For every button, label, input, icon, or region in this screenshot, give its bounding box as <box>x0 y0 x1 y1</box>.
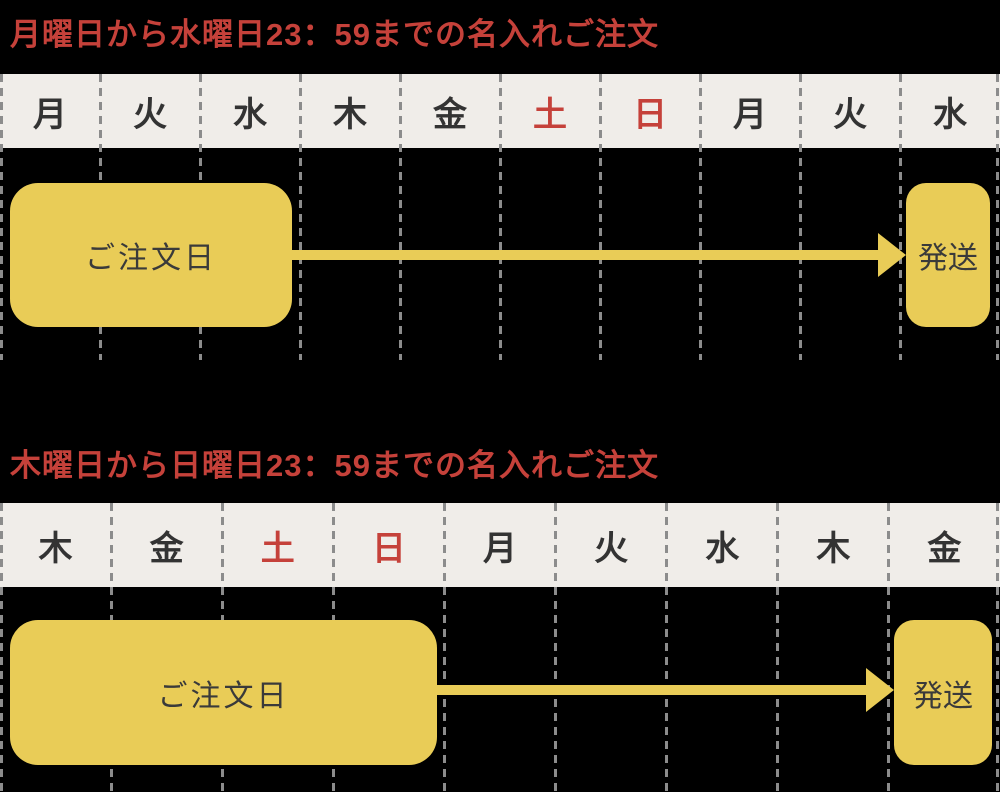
day-cell: 日 <box>333 503 444 587</box>
day-label: 金 <box>927 529 962 568</box>
day-cell: 火 <box>800 74 900 148</box>
day-cell: 土 <box>500 74 600 148</box>
day-cell: 木 <box>0 503 111 587</box>
day-label: 火 <box>594 529 629 568</box>
day-label: 水 <box>233 95 267 134</box>
day-label: 金 <box>433 95 467 134</box>
day-cell: 水 <box>667 503 778 587</box>
dashed-grid-line <box>699 74 702 360</box>
day-cell: 月 <box>444 503 555 587</box>
day-label: 水 <box>705 529 740 568</box>
day-label: 木 <box>816 529 851 568</box>
dashed-grid-line <box>299 74 302 360</box>
day-cell: 金 <box>889 503 1000 587</box>
day-label: 月 <box>33 95 67 134</box>
day-cell: 火 <box>100 74 200 148</box>
dashed-grid-line <box>554 503 557 792</box>
day-label: 木 <box>333 95 367 134</box>
dashed-grid-line <box>499 74 502 360</box>
day-label: 火 <box>133 95 167 134</box>
day-cell: 火 <box>556 503 667 587</box>
order-date-label: ご注文日 <box>157 679 290 713</box>
dashed-grid-line <box>899 74 902 360</box>
day-cell: 木 <box>300 74 400 148</box>
shipping-label: 発送 <box>913 679 973 713</box>
day-cell: 水 <box>200 74 300 148</box>
day-cell: 水 <box>900 74 1000 148</box>
section-2-calendar-header: 木 金 土 日 月 火 水 木 金 <box>0 503 1000 587</box>
shipping-box: 発送 <box>906 183 990 327</box>
dashed-grid-line <box>996 74 999 360</box>
dashed-grid-line <box>665 503 668 792</box>
day-label: 土 <box>533 95 567 134</box>
order-date-label: ご注文日 <box>85 242 217 275</box>
day-cell: 月 <box>0 74 100 148</box>
day-label: 日 <box>633 95 667 134</box>
day-cell: 金 <box>400 74 500 148</box>
day-label: 月 <box>482 529 517 568</box>
arrow-line <box>285 250 880 260</box>
dashed-grid-line <box>599 74 602 360</box>
day-cell: 木 <box>778 503 889 587</box>
day-label: 火 <box>833 95 867 134</box>
dashed-grid-line <box>799 74 802 360</box>
dashed-grid-line <box>0 503 3 792</box>
day-cell: 日 <box>600 74 700 148</box>
section-1-title: 月曜日から水曜日23：59までの名入れご注文 <box>10 17 659 52</box>
day-label: 水 <box>933 95 967 134</box>
dashed-grid-line <box>443 503 446 792</box>
day-cell: 月 <box>700 74 800 148</box>
dashed-grid-line <box>399 74 402 360</box>
day-cell: 金 <box>111 503 222 587</box>
shipping-box: 発送 <box>894 620 992 765</box>
day-label: 日 <box>371 529 406 568</box>
arrow-line <box>425 685 868 695</box>
section-2-title: 木曜日から日曜日23：59までの名入れご注文 <box>10 448 659 483</box>
dashed-grid-line <box>776 503 779 792</box>
day-cell: 土 <box>222 503 333 587</box>
shipping-label: 発送 <box>918 242 978 275</box>
day-label: 月 <box>733 95 767 134</box>
order-date-box: ご注文日 <box>10 183 292 327</box>
day-label: 木 <box>38 529 73 568</box>
dashed-grid-line <box>996 503 999 792</box>
arrow-head-icon <box>878 233 906 277</box>
order-date-box: ご注文日 <box>10 620 437 765</box>
day-label: 土 <box>260 529 295 568</box>
dashed-grid-line <box>887 503 890 792</box>
arrow-head-icon <box>866 668 894 712</box>
day-label: 金 <box>149 529 184 568</box>
dashed-grid-line <box>0 74 3 360</box>
